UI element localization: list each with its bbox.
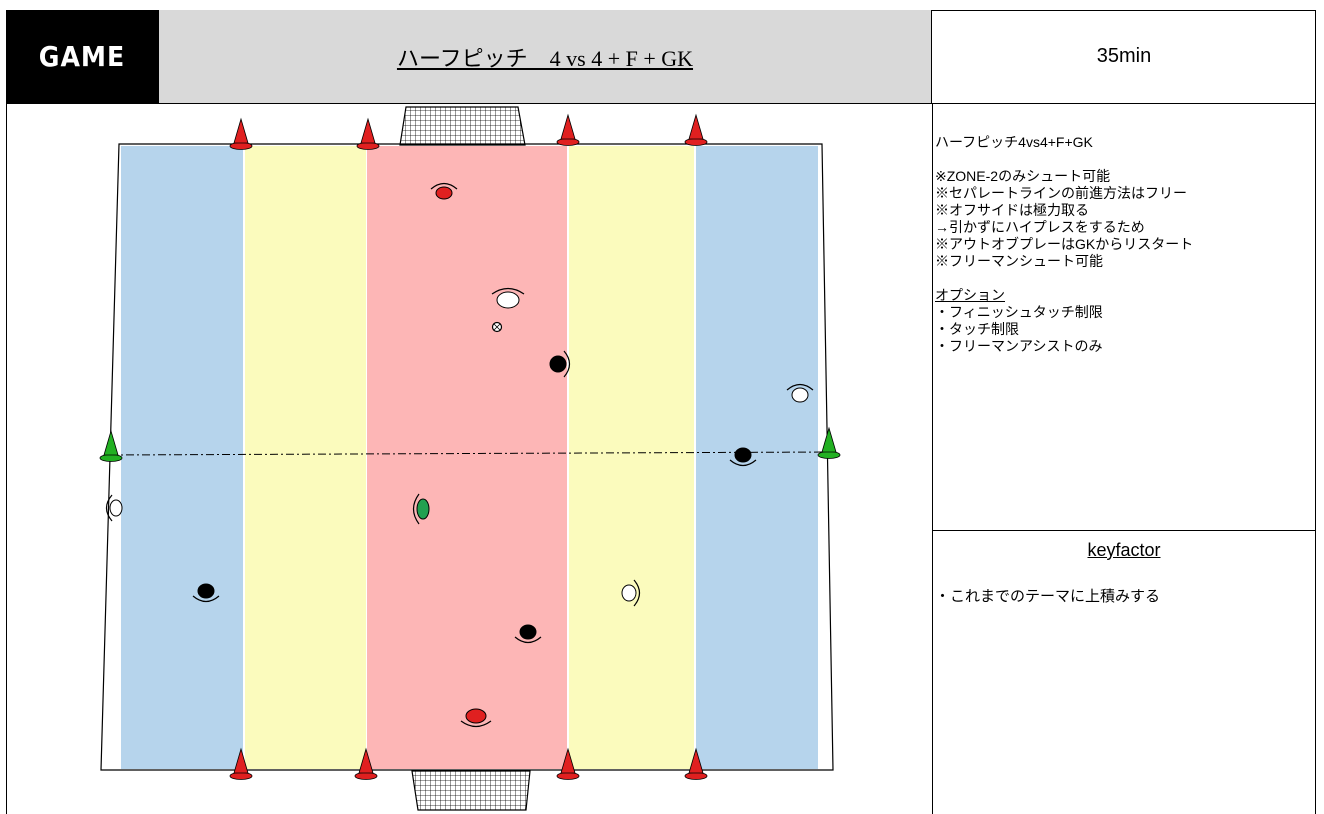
rule-line: ※ZONE-2のみシュート可能 bbox=[935, 168, 1111, 184]
red-cone-icon bbox=[684, 113, 708, 146]
goal-bottom bbox=[411, 770, 531, 811]
white-player-marker bbox=[105, 494, 123, 522]
drill-title: ハーフピッチ 4 vs 4 + F + GK bbox=[158, 10, 932, 103]
option-line: ・フリーマンアシストのみ bbox=[935, 338, 1103, 354]
black-player-marker bbox=[514, 624, 542, 644]
freeman-marker bbox=[412, 493, 430, 525]
cones bbox=[99, 113, 841, 780]
players bbox=[105, 182, 814, 728]
rule-line bbox=[935, 151, 1313, 168]
red-cone-icon bbox=[556, 747, 580, 780]
rule-line: ※オフサイドは極力取る bbox=[935, 202, 1089, 218]
white-player-marker bbox=[621, 579, 641, 607]
rule-line: ※アウトオブプレーはGKからリスタート bbox=[935, 236, 1194, 252]
red-cone-icon bbox=[684, 747, 708, 780]
keyfactor-title: keyfactor bbox=[1087, 540, 1161, 560]
duration-label: 35min bbox=[1096, 45, 1152, 67]
zone-right-middle bbox=[569, 146, 694, 769]
ball-icon bbox=[491, 321, 503, 333]
rule-line bbox=[935, 270, 1313, 287]
red-cone-icon bbox=[354, 747, 378, 780]
goalkeeper-marker bbox=[430, 182, 458, 200]
keyfactor-text: ・これまでのテーマに上積みする bbox=[935, 588, 1161, 605]
black-player-marker bbox=[192, 583, 220, 603]
zone-left-outer bbox=[121, 146, 243, 769]
pitch-diagram bbox=[99, 106, 841, 811]
options-heading: オプション bbox=[935, 287, 1005, 303]
option-line: ・フィニッシュタッチ制限 bbox=[935, 304, 1103, 320]
option-line: ・タッチ制限 bbox=[935, 321, 1019, 337]
column-divider bbox=[932, 103, 933, 814]
white-player-marker bbox=[491, 287, 525, 309]
white-player-marker bbox=[786, 383, 814, 403]
red-cone-icon bbox=[229, 747, 253, 780]
header-divider bbox=[6, 103, 1316, 104]
keyfactor-divider bbox=[932, 530, 1316, 531]
zone-center bbox=[367, 146, 567, 769]
options-list: ・フィニッシュタッチ制限・タッチ制限・フリーマンアシストのみ bbox=[935, 304, 1313, 355]
red-cone-icon bbox=[356, 117, 380, 150]
red-cone-icon bbox=[556, 113, 580, 146]
game-label: GAME bbox=[6, 10, 158, 103]
goal-top bbox=[399, 106, 526, 146]
rule-line: ※セパレートラインの前進方法はフリー bbox=[935, 185, 1187, 201]
green-cone-icon bbox=[99, 429, 123, 462]
green-cone-icon bbox=[817, 426, 841, 459]
black-player-marker bbox=[549, 350, 571, 378]
zone-left-middle bbox=[245, 146, 366, 769]
drill-notes: ハーフピッチ4vs4+F+GK ※ZONE-2のみシュート可能※セパレートラインの… bbox=[935, 134, 1313, 355]
zone-right-outer bbox=[696, 146, 818, 769]
red-cone-icon bbox=[229, 117, 253, 150]
rule-list: ハーフピッチ4vs4+F+GK ※ZONE-2のみシュート可能※セパレートラインの… bbox=[935, 134, 1313, 287]
goalkeeper-marker bbox=[460, 708, 492, 728]
rule-line: →引かずにハイプレスをするため bbox=[935, 219, 1145, 235]
black-player-marker bbox=[729, 447, 757, 467]
rule-line: ※フリーマンシュート可能 bbox=[935, 253, 1103, 269]
rule-line: ハーフピッチ4vs4+F+GK bbox=[935, 134, 1093, 150]
